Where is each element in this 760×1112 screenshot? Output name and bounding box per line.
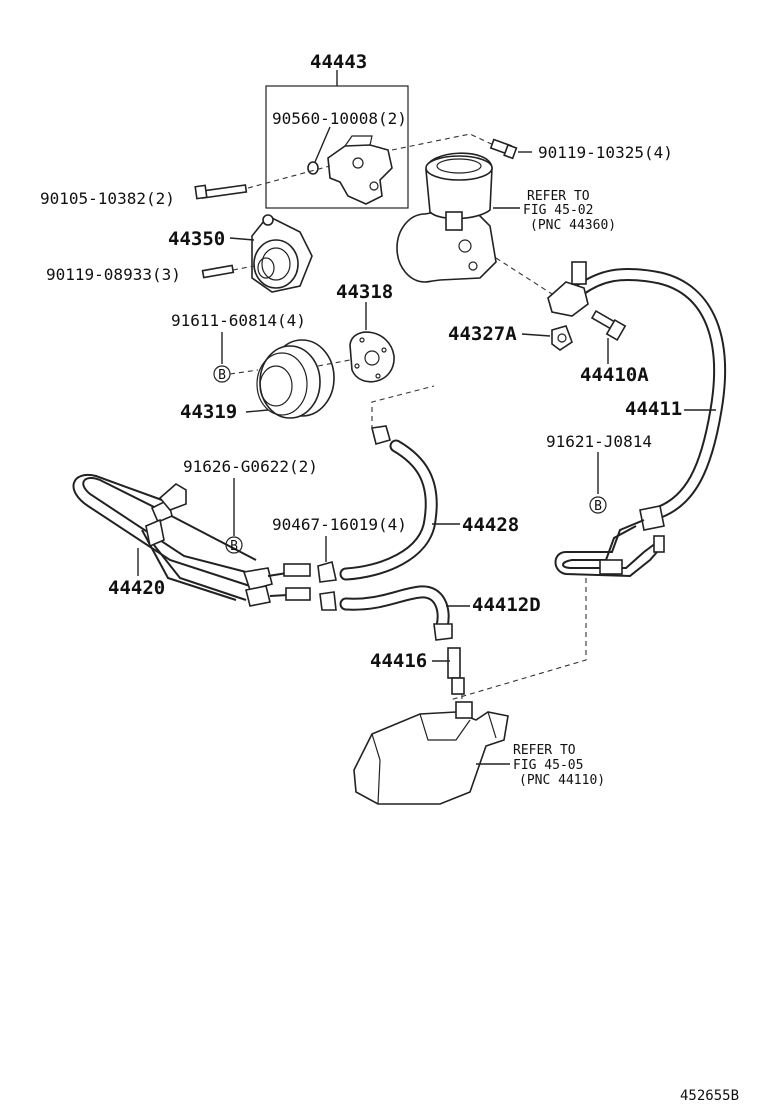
svg-text:B: B [594,499,602,514]
dash-pulley-plate [317,359,351,367]
power-steering-pump[interactable] [396,152,497,283]
bracket-tab [344,135,373,147]
pressure-hose-44411[interactable] [547,261,727,531]
callout-44318[interactable]: 44318 [336,281,393,303]
svg-text:B: B [218,368,226,383]
dash-tensioner-bolt [232,265,255,271]
pulley-plate-44318[interactable] [349,331,395,383]
callout-44428[interactable]: 44428 [462,514,519,536]
leader-44327A [521,333,551,337]
leader-44350 [229,237,255,241]
steering-gear[interactable] [353,701,509,805]
svg-text:(PNC 44360): (PNC 44360) [530,218,616,233]
leader-90560 [314,126,331,163]
bolt-90119-08933[interactable] [201,264,235,279]
callout-44327A[interactable]: 44327A [448,323,517,345]
svg-text:B: B [230,539,238,554]
marker-b-pulley: B [213,365,231,383]
idler-pulley-44350[interactable] [251,214,313,293]
bracket-frame [265,85,409,209]
svg-text:FIG 45-02: FIG 45-02 [523,203,593,218]
callout-44412D[interactable]: 44412D [472,594,541,616]
callout-91611[interactable]: 91611-60814(4) [171,311,306,330]
union-44416[interactable] [447,647,465,695]
callout-90119-10325[interactable]: 90119-10325(4) [538,143,673,162]
callout-44416[interactable]: 44416 [370,650,427,672]
bracket-hole [369,181,379,191]
callout-44410A[interactable]: 44410A [580,364,649,386]
bolt-90105[interactable] [194,184,248,200]
dash-b-pulley [229,369,259,375]
callout-44319[interactable]: 44319 [180,401,237,423]
callout-90560[interactable]: 90560-10008(2) [272,109,407,128]
marker-b-cooler: B [225,536,243,554]
union-bolt-44410A[interactable] [590,309,627,342]
callout-44411[interactable]: 44411 [625,398,682,420]
dash-hose-pump [371,385,435,430]
callout-91621[interactable]: 91621-J0814 [546,432,652,451]
callout-90467[interactable]: 90467-16019(4) [272,515,407,534]
bracket-hole [352,157,364,169]
pump-bracket[interactable] [327,144,393,205]
callout-91626[interactable]: 91626-G0622(2) [183,457,318,476]
dowel-pin[interactable] [307,161,319,175]
callout-44443[interactable]: 44443 [310,51,367,73]
callout-90105[interactable]: 90105-10382(2) [40,189,175,208]
callout-90119-08933[interactable]: 90119-08933(3) [46,265,181,284]
callout-44350[interactable]: 44350 [168,228,225,250]
clamp-44327A[interactable] [551,325,573,351]
illustration-code: 452655B [680,1088,739,1104]
svg-text:REFER TO: REFER TO [513,743,576,758]
dash-tube-gear [449,578,587,701]
return-hose-44428[interactable] [339,425,438,581]
pump-pulley-44319[interactable] [256,339,335,419]
ref-note-gear[interactable]: REFER TO FIG 45-05 (PNC 44110) [513,743,605,788]
cooler-tube-44420[interactable] [72,473,311,607]
bracket-assembly-group [265,70,409,209]
pressure-tube[interactable] [554,519,665,578]
dash-bracket-bolt [391,133,501,151]
marker-b-tube: B [589,496,607,514]
svg-text:(PNC 44110): (PNC 44110) [519,773,605,788]
ref-note-pump[interactable]: REFER TO FIG 45-02 (PNC 44360) [523,189,616,233]
dash-bolt-bracket [247,165,331,189]
dash-pump-hose [495,257,553,295]
leader-44319 [245,409,269,413]
callout-44420[interactable]: 44420 [108,577,165,599]
return-hose-44412D[interactable] [339,585,453,641]
bolt-90119-10325[interactable] [489,138,518,160]
svg-text:FIG 45-05: FIG 45-05 [513,758,583,773]
svg-text:REFER TO: REFER TO [527,189,590,204]
hose-clip[interactable] [317,560,337,611]
